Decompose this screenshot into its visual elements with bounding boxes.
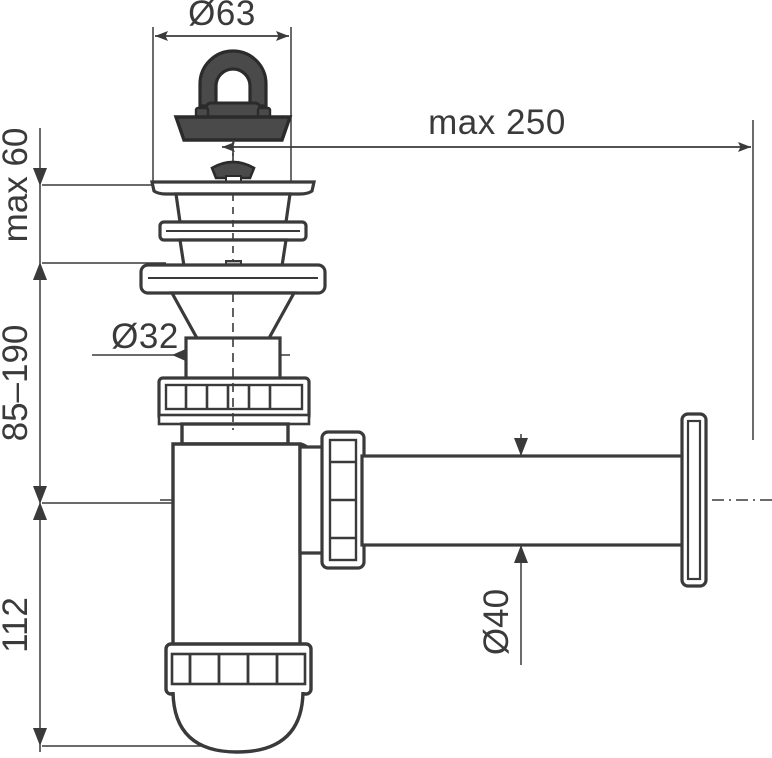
outlet-pipe xyxy=(360,454,700,547)
plug-assembly xyxy=(173,49,293,184)
outlet-pipe-body xyxy=(360,454,700,547)
sump-nut-ribs xyxy=(188,654,279,684)
label-max250: max 250 xyxy=(428,103,566,142)
rubber-plug-body xyxy=(173,115,293,142)
bottle-trap-body xyxy=(171,422,314,661)
arrow-d40-down xyxy=(514,438,528,456)
stopper-seat xyxy=(210,160,256,180)
dimension-max-250: max 250 xyxy=(222,103,754,440)
arrow-max60-down xyxy=(33,168,47,186)
arrow-d32-left xyxy=(172,348,188,362)
outlet-nut-ribs xyxy=(330,460,356,540)
trap-cylinder xyxy=(171,442,302,661)
wall-rosette-inner xyxy=(686,419,702,581)
upper-union-nut xyxy=(157,376,311,426)
label-max60: max 60 xyxy=(0,128,35,243)
dimension-chain-vertical: max 60 85–190 112 xyxy=(0,128,252,752)
arrow-112-up xyxy=(33,502,47,520)
sump-nut-inner xyxy=(170,652,307,686)
trap-neck xyxy=(180,422,290,446)
label-d40: Ø40 xyxy=(477,589,516,655)
arrow-85190-down xyxy=(33,486,47,504)
arrow-85190-up xyxy=(33,262,47,280)
arrow-112-down xyxy=(33,728,47,746)
label-112: 112 xyxy=(0,597,35,653)
label-d32: Ø32 xyxy=(111,317,179,356)
union-nut-ribs xyxy=(184,385,272,409)
trap-sump-cup xyxy=(171,691,305,754)
sink-flange-plate xyxy=(150,180,316,196)
arrow-d40-up xyxy=(514,545,528,563)
label-85-190: 85–190 xyxy=(0,325,35,442)
label-d63: Ø63 xyxy=(188,0,256,33)
union-nut-inner xyxy=(164,383,304,411)
outlet-connection xyxy=(298,430,366,570)
sump-union-nut xyxy=(164,642,313,696)
sump-bowl xyxy=(171,691,305,754)
wall-rosette xyxy=(680,412,708,588)
dimension-diameter-63: Ø63 xyxy=(152,0,292,186)
plug-pull-ring-icon xyxy=(198,49,268,108)
